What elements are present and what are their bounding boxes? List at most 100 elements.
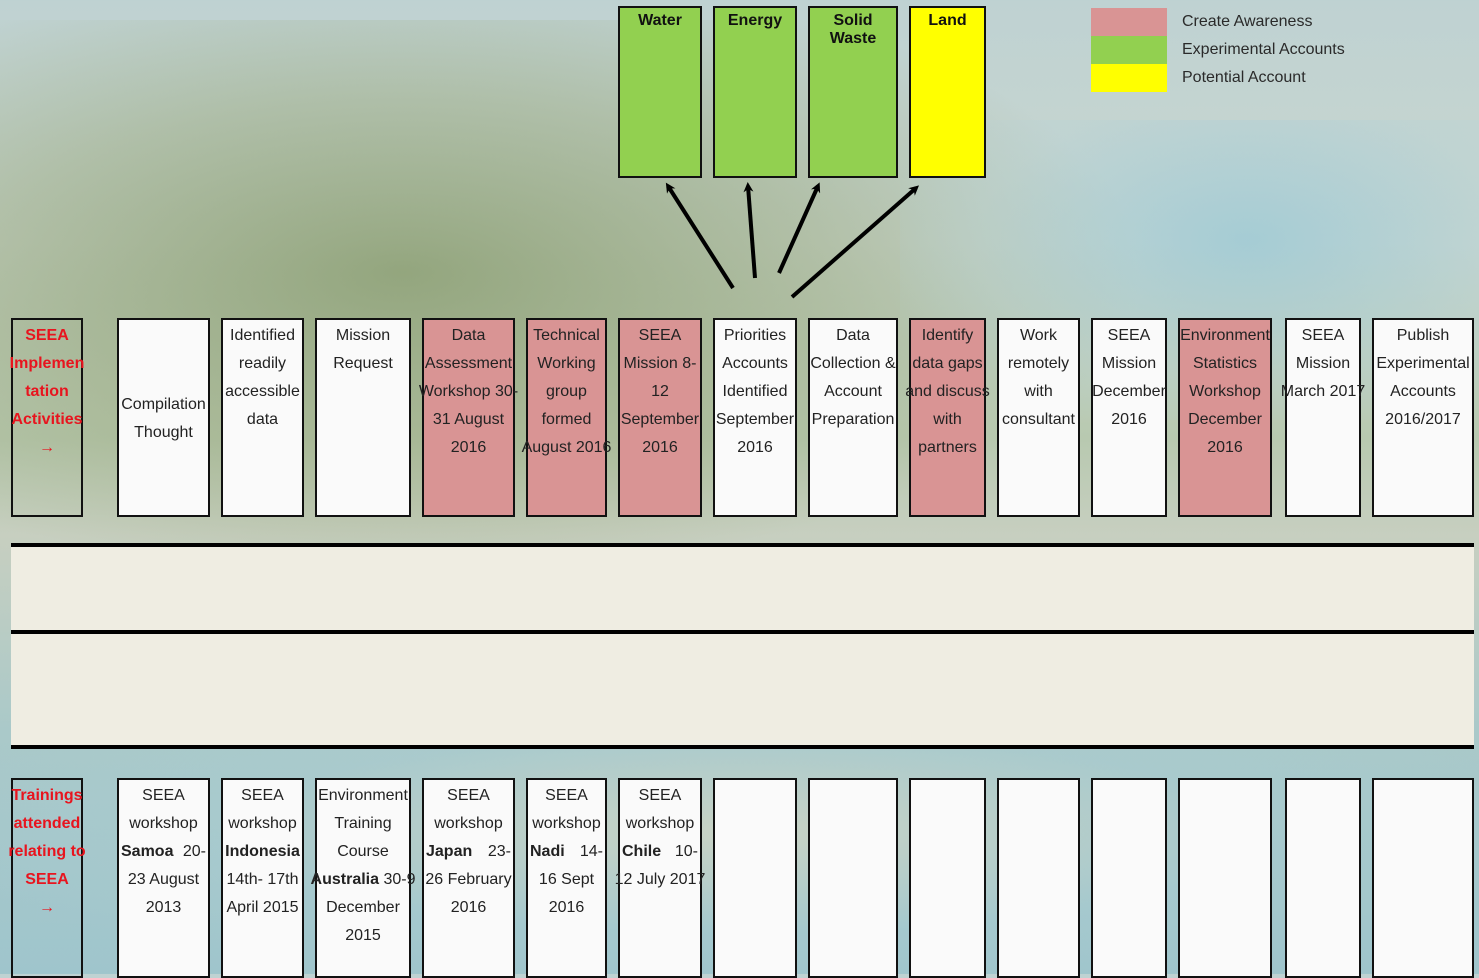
text-line: consultant — [1002, 411, 1075, 428]
text-line: relating to — [8, 843, 86, 860]
text-line: September — [715, 411, 795, 428]
band-1 — [11, 547, 1474, 630]
text-line: SEEA — [638, 327, 682, 344]
text-line: and discuss — [905, 383, 990, 400]
account-energy: Energy — [713, 6, 797, 178]
text-line: 2016 — [1207, 439, 1243, 456]
legend-label: Create Awareness — [1182, 13, 1313, 30]
text-line: workshop — [625, 815, 695, 832]
text-line: 2016 — [450, 439, 487, 456]
text-line: tation — [25, 383, 69, 400]
legend-swatch — [1091, 64, 1167, 92]
training-box-empty — [713, 778, 797, 978]
text-line: Technical — [533, 327, 600, 344]
training-box-empty — [997, 778, 1080, 978]
text-line: Compilation — [121, 395, 206, 413]
text-line: accessible — [225, 383, 300, 400]
training-place: Australia — [310, 871, 379, 888]
text-line: December — [326, 899, 400, 916]
text-line: 2016/2017 — [1385, 411, 1461, 428]
arrow-to-energy — [743, 182, 757, 279]
text-line: workshop — [532, 815, 601, 832]
text-line: Working — [537, 355, 596, 372]
text-line: SEEA — [1107, 327, 1151, 344]
text-line: Assessment — [424, 355, 513, 372]
text-line: Priorities — [723, 327, 787, 344]
text-line: data — [246, 411, 279, 428]
text-line: Data — [451, 327, 486, 344]
text-line: SEEA — [545, 787, 588, 804]
text-line: 2013 — [145, 899, 182, 916]
text-line: Activities — [11, 411, 83, 428]
training-box-empty — [808, 778, 898, 978]
text-line: April 2015 — [226, 899, 299, 916]
legend-label: Experimental Accounts — [1182, 41, 1345, 58]
training-box-empty — [1178, 778, 1272, 978]
text-line: Work — [1019, 327, 1058, 344]
text-line: data gaps — [912, 355, 983, 372]
text-line: attended — [13, 815, 81, 832]
arrow-to-solid-waste — [777, 182, 821, 274]
text-line: Training — [334, 815, 392, 832]
text-line: Mission — [1101, 355, 1157, 372]
text-line: partners — [918, 439, 977, 456]
text-line: 14th- 17th — [226, 871, 299, 888]
text-line: March 2017 — [1280, 383, 1366, 400]
text-line: 12 July 2017 — [614, 871, 706, 888]
training-date-start: 14- — [579, 843, 603, 860]
text-line: Accounts — [722, 355, 788, 372]
text-line: Request — [333, 355, 393, 372]
text-line: Thought — [134, 423, 193, 441]
training-place: Japan — [426, 843, 473, 860]
text-line: Collection & — [810, 355, 896, 372]
training-place: Nadi — [530, 843, 565, 860]
text-line: Publish — [1396, 327, 1450, 344]
divider-2 — [11, 630, 1474, 634]
text-line: SEEA — [241, 787, 284, 804]
text-line: Identified — [722, 383, 788, 400]
text-line: 26 February — [425, 871, 512, 888]
text-line: SEEA — [142, 787, 185, 804]
text-line: December — [1092, 383, 1166, 400]
text-line: workshop — [228, 815, 297, 832]
text-line: SEEA — [25, 327, 69, 344]
text-line: workshop — [129, 815, 198, 832]
text-line: SEEA — [1301, 327, 1345, 344]
text-line: Account — [824, 383, 882, 400]
divider-1 — [11, 543, 1474, 547]
text-line: September — [620, 411, 700, 428]
training-place: Indonesia — [225, 843, 300, 860]
text-line: Environment — [318, 787, 408, 804]
text-line: Workshop — [1189, 383, 1261, 400]
account-land: Land — [909, 6, 986, 178]
text-line: SEEA — [638, 787, 682, 804]
text-line: August 2016 — [521, 439, 612, 456]
account-water: Water — [618, 6, 702, 178]
text-line: SEEA — [447, 787, 490, 804]
text-line: Preparation — [811, 411, 895, 428]
training-box-empty — [1091, 778, 1167, 978]
text-line: Trainings — [11, 787, 83, 804]
arrow-to-water — [665, 182, 735, 290]
text-line: 16 Sept — [538, 871, 595, 888]
account-solid-waste: Solid Waste — [808, 6, 898, 178]
training-place: Chile — [622, 843, 662, 860]
text-line: Experimental — [1376, 355, 1470, 372]
text-line: formed — [541, 411, 592, 428]
